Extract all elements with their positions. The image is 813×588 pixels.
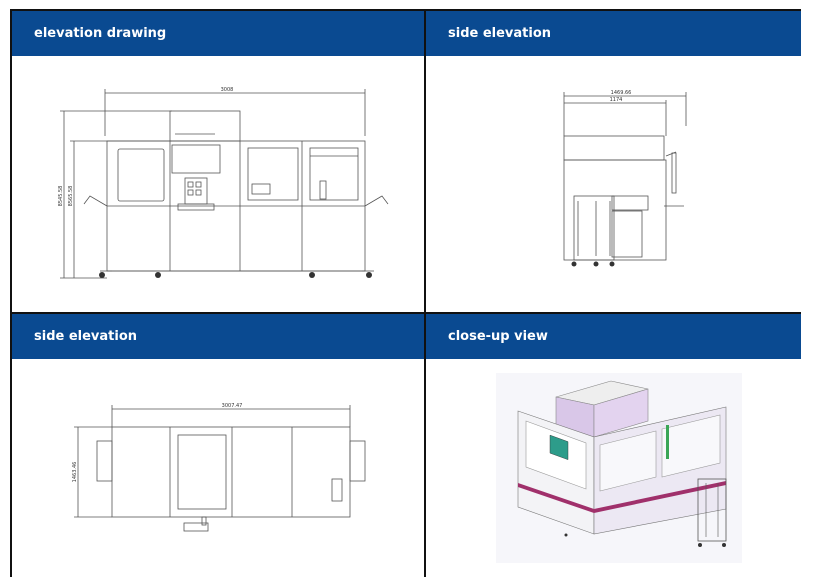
panel-title: elevation drawing [12, 11, 424, 56]
grid-divider-vertical [424, 11, 426, 575]
side-elevation-top-svg: 1469.66 1174 [563, 90, 687, 267]
dim-height: 1463.46 [72, 462, 78, 483]
panel-title: close-up view [426, 314, 801, 359]
side-elevation-top-canvas: 1469.66 1174 [426, 56, 801, 312]
close-up-3d-render [496, 373, 742, 563]
panel-side-elevation-bottom: side elevation [12, 314, 424, 577]
dim-width: 3008 [221, 87, 234, 93]
grid-divider-horizontal [12, 312, 799, 314]
panel-title: side elevation [426, 11, 801, 56]
dim-height-a: 8545.58 [58, 186, 64, 207]
close-up-view-canvas [426, 359, 801, 577]
side-elevation-bottom-canvas: 3007.47 1463.46 [12, 359, 424, 577]
dim-width-inner: 1174 [610, 97, 623, 103]
panel-side-elevation-top: side elevation [426, 11, 801, 312]
dim-height-b: 8565.58 [68, 186, 74, 207]
elevation-drawing-svg: 3008 8545.58 8565.58 [58, 87, 389, 279]
elevation-drawing-canvas: 3008 8545.58 8565.58 [12, 56, 424, 312]
side-elevation-bottom-svg: 3007.47 1463.46 [72, 403, 366, 532]
dim-width: 3007.47 [222, 403, 243, 409]
panel-elevation-drawing: elevation drawing [12, 11, 424, 312]
dim-width-outer: 1469.66 [611, 90, 632, 96]
panel-grid: elevation drawing [10, 9, 801, 577]
panel-close-up-view: close-up view [426, 314, 801, 577]
panel-title: side elevation [12, 314, 424, 359]
